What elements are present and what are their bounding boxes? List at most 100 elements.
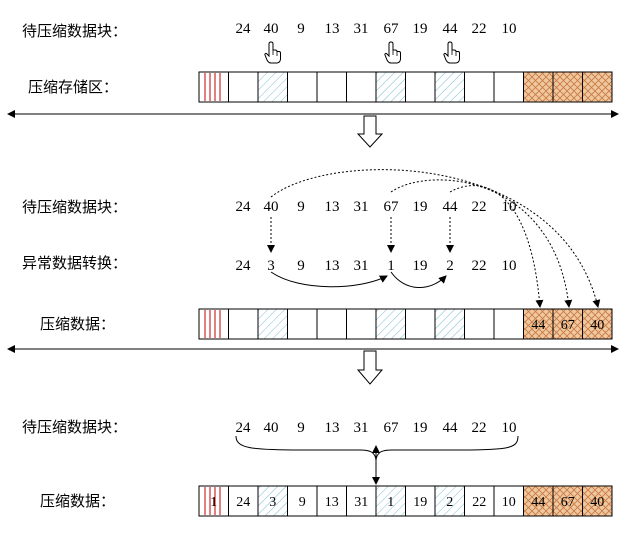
strip-cell [257, 485, 288, 517]
strip-cell [582, 485, 613, 517]
strip-cell [198, 308, 229, 340]
converted-value: 3 [267, 258, 275, 274]
block-3-value: 9 [297, 420, 305, 436]
strip-cell [287, 485, 318, 517]
block-3-value: 22 [472, 420, 487, 436]
block-2-value: 10 [502, 199, 517, 215]
chain-arrow-1 [270, 271, 388, 288]
strip-cell [552, 485, 583, 517]
converted-value: 10 [502, 258, 517, 274]
block-3-value: 67 [384, 420, 400, 436]
strip-cell [375, 308, 406, 340]
strip-cell [582, 308, 613, 340]
strip-cell-value: 67 [561, 495, 575, 510]
storage-strip [198, 71, 613, 103]
block-3-value: 10 [502, 420, 517, 436]
strip-cell [287, 308, 318, 340]
converted-value: 2 [446, 258, 454, 274]
block-3-value: 19 [413, 420, 428, 436]
down-arrow-icon [356, 115, 384, 148]
label-compressed-data-3: 压缩数据： [40, 492, 115, 510]
hand-pointer-icon [264, 41, 281, 64]
converted-value: 13 [325, 258, 340, 274]
label-data-block-3: 待压缩数据块： [22, 418, 127, 436]
block-2-value: 31 [354, 199, 369, 215]
strip-cell-value: 19 [413, 495, 427, 510]
block-1-value: 10 [502, 21, 517, 37]
block-3-value: 31 [354, 420, 369, 436]
block-1-value: 31 [354, 21, 369, 37]
block-2-value: 44 [443, 199, 459, 215]
label-data-block-2: 待压缩数据块： [22, 198, 127, 216]
converted-value: 19 [413, 258, 428, 274]
strip-cell-value: 22 [472, 495, 486, 510]
strip-cell [434, 308, 465, 340]
strip-cell-value: 1 [210, 495, 217, 510]
compressed-strip-2: 44 67 40 [198, 308, 613, 340]
strip-cell [552, 71, 583, 103]
strip-cell [464, 71, 495, 103]
hand-pointer-icon [443, 41, 460, 64]
strip-cell-value: 24 [236, 495, 250, 510]
strip-cell [287, 71, 318, 103]
block-1-value: 13 [325, 21, 340, 37]
strip-cell [464, 485, 495, 517]
strip-cell [228, 308, 259, 340]
strip-cell-value: 10 [502, 495, 516, 510]
strip-cell-value: 2 [446, 495, 453, 510]
strip-cell-value: 44 [531, 318, 545, 333]
strip-cell [316, 308, 347, 340]
converted-value: 9 [297, 258, 305, 274]
pointer-icons [264, 41, 460, 64]
strip-cell [228, 71, 259, 103]
strip-cell-value: 31 [354, 495, 368, 510]
label-compressed-data-2: 压缩数据： [40, 315, 115, 333]
strip-cell-value: 3 [269, 495, 276, 510]
strip-cell [552, 308, 583, 340]
block-1-value: 40 [264, 21, 279, 37]
block-1-value: 44 [443, 21, 459, 37]
strip-cell [198, 485, 229, 517]
strip-cell-value: 13 [325, 495, 339, 510]
exception-link-40 [270, 169, 601, 308]
converted-value: 22 [472, 258, 487, 274]
strip-cell [257, 308, 288, 340]
strip-cell [493, 485, 524, 517]
block-1-value: 9 [297, 21, 305, 37]
block-2-value: 40 [264, 199, 279, 215]
block-2-value: 67 [384, 199, 400, 215]
strip-cell [493, 308, 524, 340]
strip-cell [375, 71, 406, 103]
converted-value: 24 [236, 258, 252, 274]
block-2-value: 9 [297, 199, 305, 215]
strip-cell-value: 1 [387, 495, 394, 510]
strip-cell [405, 71, 436, 103]
block-3-value: 40 [264, 420, 279, 436]
block-1-value: 19 [413, 21, 428, 37]
strip-cell [493, 71, 524, 103]
strip-cell [346, 308, 377, 340]
strip-cell-value: 40 [590, 495, 604, 510]
strip-cell [257, 71, 288, 103]
hand-pointer-icon [384, 41, 401, 64]
strip-cell [582, 71, 613, 103]
exception-link-44 [449, 185, 544, 308]
strip-cell-value: 40 [590, 318, 604, 333]
chain-arrow-2 [390, 271, 447, 289]
strip-cell [198, 71, 229, 103]
block-2-value: 19 [413, 199, 428, 215]
block-2-value: 22 [472, 199, 487, 215]
block-3-value: 44 [443, 420, 459, 436]
strip-cell [405, 308, 436, 340]
label-exception-conversion: 异常数据转换： [22, 254, 127, 272]
strip-cell [464, 308, 495, 340]
strip-cell-value: 67 [561, 318, 575, 333]
down-arrow-icon [356, 350, 384, 385]
block-brace [235, 435, 519, 461]
